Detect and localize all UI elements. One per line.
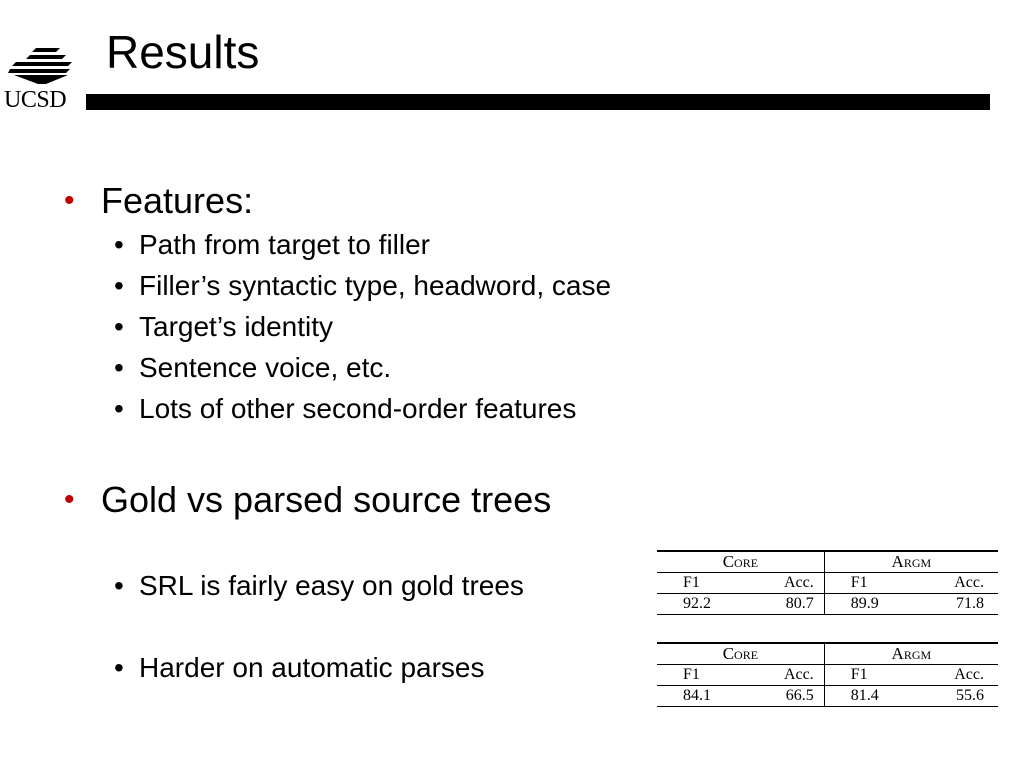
table-column-header: F1 Acc. F1 Acc.: [657, 664, 998, 686]
sub-bullet-text: Path from target to filler: [139, 229, 431, 260]
table-cell: 71.8: [919, 593, 998, 615]
table-column-label: F1: [824, 664, 920, 686]
bullet-dot: •: [64, 483, 75, 516]
sub-bullet-text: Sentence voice, etc.: [139, 352, 392, 383]
sub-bullet-dot: •: [114, 229, 124, 260]
sub-bullet-dot: •: [114, 311, 124, 342]
table-column-label: Acc.: [919, 572, 998, 594]
table-column-label: F1: [824, 572, 920, 594]
table-column-label: Acc.: [919, 664, 998, 686]
ucsd-logo-icon: [8, 48, 72, 84]
table-group-argm: Argm: [824, 550, 998, 573]
table-column-label: Acc.: [751, 572, 825, 594]
table-row: 92.2 80.7 89.9 71.8: [657, 593, 998, 615]
bullet-dot: •: [64, 184, 75, 217]
sub-bullet-text: Filler’s syntactic type, headword, case: [139, 270, 612, 301]
ucsd-logo-text: UCSD: [4, 87, 67, 113]
sub-bullet-text: SRL is fairly easy on gold trees: [139, 570, 524, 601]
sub-bullet-dot: •: [114, 652, 124, 683]
table-group-core: Core: [657, 642, 825, 665]
table-column-label: F1: [657, 572, 752, 594]
table-group-core: Core: [657, 550, 825, 573]
slide-title: Results: [106, 26, 260, 78]
title-rule: [86, 94, 990, 110]
table-group-header: Core Argm: [657, 642, 998, 665]
sub-bullet-text: Target’s identity: [139, 311, 334, 342]
table-cell: 84.1: [657, 685, 752, 707]
results-table-parsed: Core Argm F1 Acc. F1 Acc. 84.1 66.5 81.4…: [657, 642, 998, 707]
table-column-header: F1 Acc. F1 Acc.: [657, 572, 998, 594]
sub-bullet-dot: •: [114, 570, 124, 601]
ucsd-logo: UCSD: [4, 44, 84, 120]
sub-bullet-dot: •: [114, 393, 124, 424]
table-group-argm: Argm: [824, 642, 998, 665]
bullet-text: Gold vs parsed source trees: [101, 479, 552, 520]
sub-bullet-dot: •: [114, 352, 124, 383]
table-cell: 66.5: [751, 685, 825, 707]
sub-bullet-text: Harder on automatic parses: [139, 652, 485, 683]
table-cell: 55.6: [919, 685, 998, 707]
table-cell: 92.2: [657, 593, 752, 615]
sub-bullet-dot: •: [114, 270, 124, 301]
table-cell: 81.4: [824, 685, 920, 707]
results-table-gold: Core Argm F1 Acc. F1 Acc. 92.2 80.7 89.9…: [657, 550, 998, 615]
table-column-label: Acc.: [751, 664, 825, 686]
sub-bullet-text: Lots of other second-order features: [139, 393, 577, 424]
table-cell: 89.9: [824, 593, 920, 615]
table-cell: 80.7: [751, 593, 825, 615]
table-row: 84.1 66.5 81.4 55.6: [657, 685, 998, 707]
table-column-label: F1: [657, 664, 752, 686]
table-group-header: Core Argm: [657, 550, 998, 573]
bullet-text: Features:: [101, 180, 254, 221]
